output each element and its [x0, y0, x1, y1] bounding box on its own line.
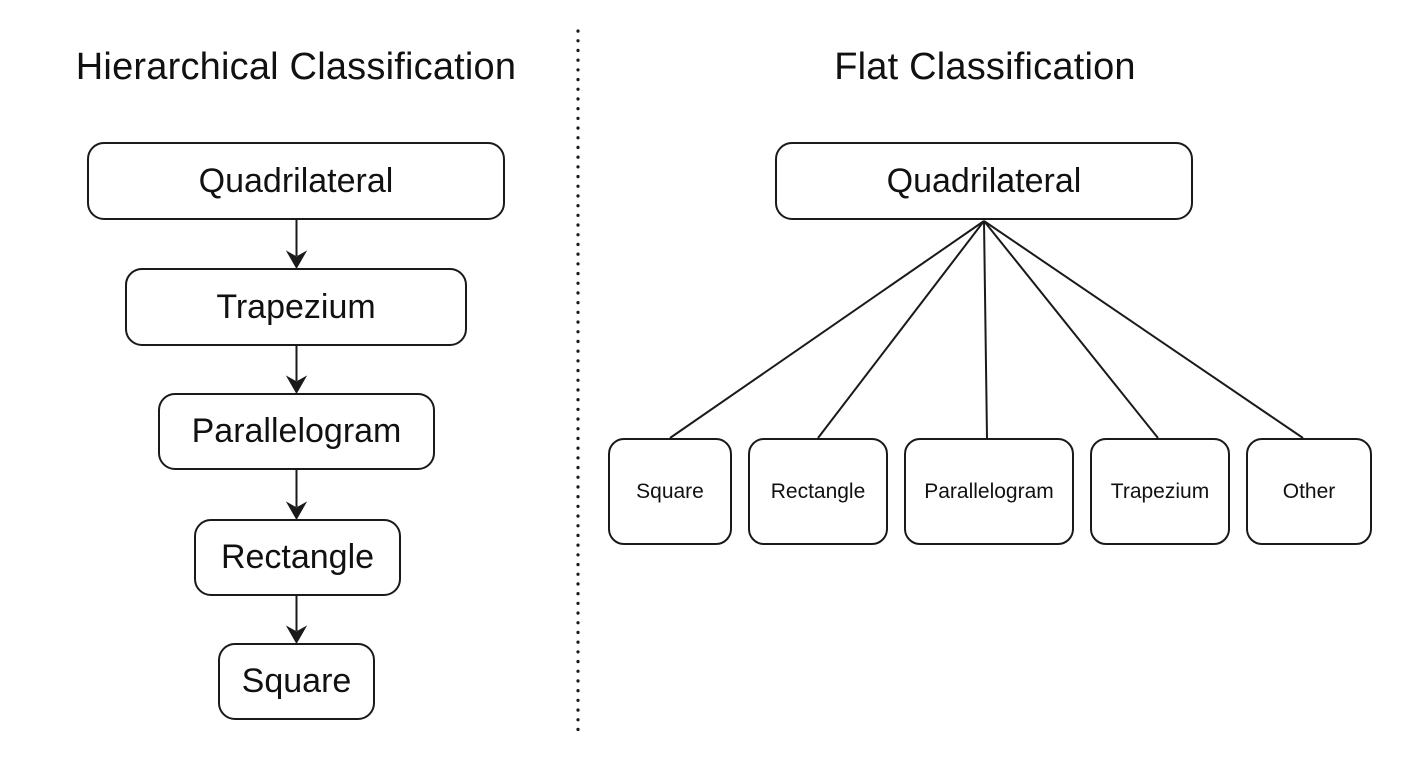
- edge-quadrilateral-trapezium-arrowhead-icon: [285, 250, 308, 270]
- node-hier-quadrilateral: Quadrilateral: [87, 142, 505, 220]
- node-hier-square: Square: [218, 643, 375, 720]
- edge-root-square-line: [669, 220, 985, 439]
- hierarchical-classification-title: Hierarchical Classification: [75, 46, 517, 88]
- node-hier-trapezium: Trapezium: [125, 268, 467, 346]
- node-flat-parallelogram: Parallelogram: [904, 438, 1074, 545]
- edge-trapezium-parallelogram-arrowhead-icon: [285, 375, 308, 395]
- edge-rectangle-square-arrowhead-icon: [285, 625, 308, 645]
- node-hier-rectangle: Rectangle: [194, 519, 401, 596]
- edge-root-parallelogram-line: [983, 220, 988, 439]
- flat-classification-title: Flat Classification: [834, 46, 1136, 88]
- edge-root-trapezium-line: [983, 220, 1159, 439]
- node-flat-square: Square: [608, 438, 732, 545]
- node-flat-other: Other: [1246, 438, 1372, 545]
- node-flat-trapezium: Trapezium: [1090, 438, 1230, 545]
- edge-root-other-line: [983, 220, 1304, 439]
- node-hier-parallelogram: Parallelogram: [158, 393, 435, 470]
- edge-root-rectangle-line: [817, 220, 985, 439]
- node-flat-quadrilateral-root: Quadrilateral: [775, 142, 1193, 220]
- node-flat-rectangle: Rectangle: [748, 438, 888, 545]
- edge-parallelogram-rectangle-arrowhead-icon: [285, 501, 308, 521]
